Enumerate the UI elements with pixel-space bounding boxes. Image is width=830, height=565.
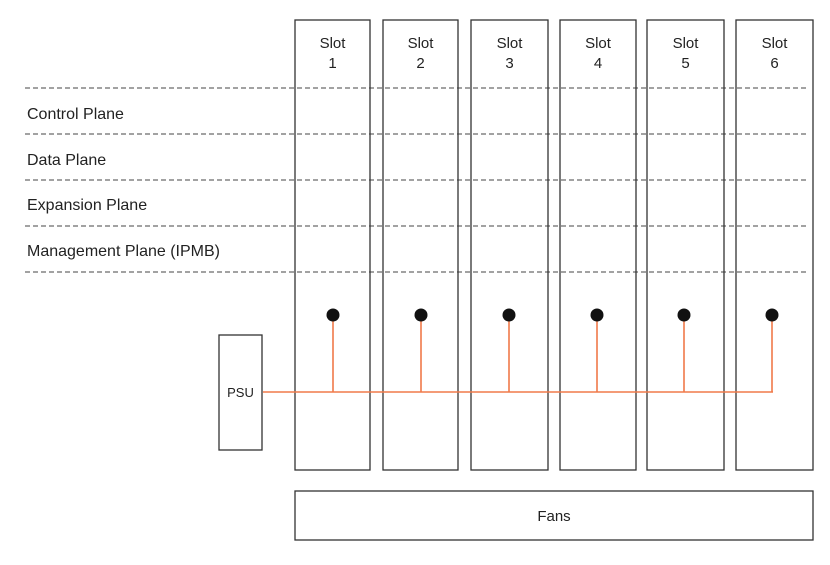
power-connector-slot-4 <box>590 308 604 322</box>
slot-2: Slot 2 <box>382 19 459 471</box>
plane-separators <box>25 87 808 273</box>
plane-label-expansion: Expansion Plane <box>27 197 147 214</box>
slot-number: 2 <box>416 55 424 72</box>
slot-label: Slot <box>320 35 347 52</box>
power-connector-slot-3 <box>502 308 516 322</box>
power-connector-slot-5 <box>677 308 691 322</box>
slot-4: Slot 4 <box>559 19 637 471</box>
psu: PSU <box>218 334 263 451</box>
power-bus <box>263 316 773 393</box>
psu-box <box>218 334 263 451</box>
slot-box <box>559 19 637 471</box>
slot-3: Slot 3 <box>470 19 549 471</box>
slot-number: 4 <box>594 55 602 72</box>
slot-5: Slot 5 <box>646 19 725 471</box>
plane-label-data: Data Plane <box>27 152 106 169</box>
fans-box <box>294 490 814 541</box>
slot-box <box>646 19 725 471</box>
slot-label: Slot <box>673 35 700 52</box>
plane-label-management: Management Plane (IPMB) <box>27 243 220 260</box>
power-connectors <box>326 308 779 322</box>
slot-box <box>294 19 371 471</box>
fans-label: Fans <box>537 508 570 525</box>
slot-number: 6 <box>770 55 778 72</box>
slot-1: Slot 1 <box>294 19 371 471</box>
slot-label: Slot <box>408 35 435 52</box>
slot-label: Slot <box>585 35 612 52</box>
slot-number: 1 <box>328 55 336 72</box>
slot-box <box>382 19 459 471</box>
slot-label: Slot <box>762 35 789 52</box>
slot-box <box>470 19 549 471</box>
psu-label: PSU <box>227 385 254 400</box>
plane-labels: Control Plane Data Plane Expansion Plane… <box>27 106 220 260</box>
plane-label-control: Control Plane <box>27 106 124 123</box>
power-connector-slot-2 <box>414 308 428 322</box>
slot-6: Slot 6 <box>735 19 814 471</box>
fans: Fans <box>294 490 814 541</box>
slots: Slot 1 Slot 2 Slot 3 Slot 4 Slot 5 Slot … <box>294 19 814 471</box>
slot-number: 5 <box>681 55 689 72</box>
power-connector-slot-6 <box>765 308 779 322</box>
slot-box <box>735 19 814 471</box>
slot-label: Slot <box>497 35 524 52</box>
power-connector-slot-1 <box>326 308 340 322</box>
slot-number: 3 <box>505 55 513 72</box>
